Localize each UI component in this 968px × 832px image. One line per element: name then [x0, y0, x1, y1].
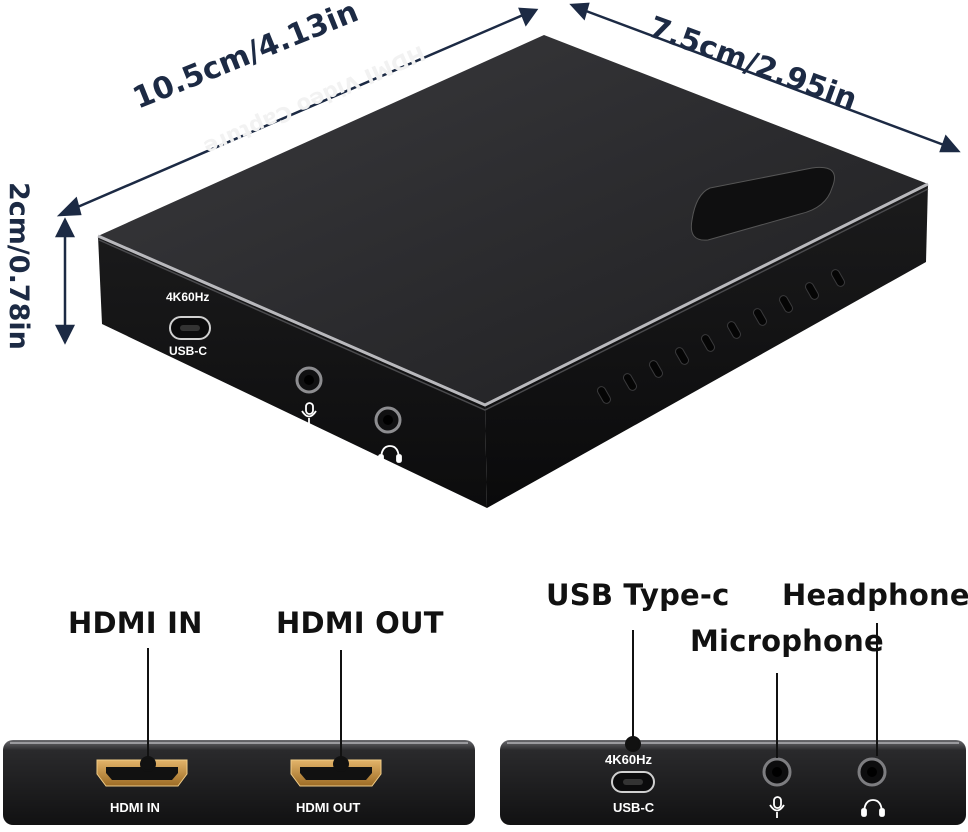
callout-lines-left [140, 648, 349, 772]
port-resolution-label: 4K60Hz [166, 290, 210, 304]
dimension-arrows [54, 2, 961, 345]
callout-hdmi-out: HDMI OUT [276, 606, 444, 640]
bottom-left-device [3, 740, 475, 825]
microphone-icon [301, 402, 317, 424]
callout-lines-right [625, 623, 878, 758]
capture-device [97, 35, 929, 508]
callout-hdmi-in: HDMI IN [68, 606, 203, 640]
port-usb-label: USB-C [169, 344, 207, 358]
microphone-icon [769, 796, 785, 818]
dimension-height: 2cm/0.78in [3, 182, 34, 350]
vent-slots [597, 269, 845, 404]
callout-microphone: Microphone [690, 624, 884, 658]
port-label-hdmi-out: HDMI OUT [296, 800, 361, 815]
port-label-hdmi-in: HDMI IN [110, 800, 160, 815]
headphone-icon [861, 799, 885, 817]
bottom-right-device [500, 740, 966, 825]
port-resolution-label-bottom: 4K60Hz [605, 752, 652, 767]
callout-headphone: Headphone [782, 578, 968, 612]
headphone-icon [378, 445, 402, 463]
callout-usb-type-c: USB Type-c [546, 578, 730, 612]
port-usb-label-bottom: USB-C [613, 800, 655, 815]
